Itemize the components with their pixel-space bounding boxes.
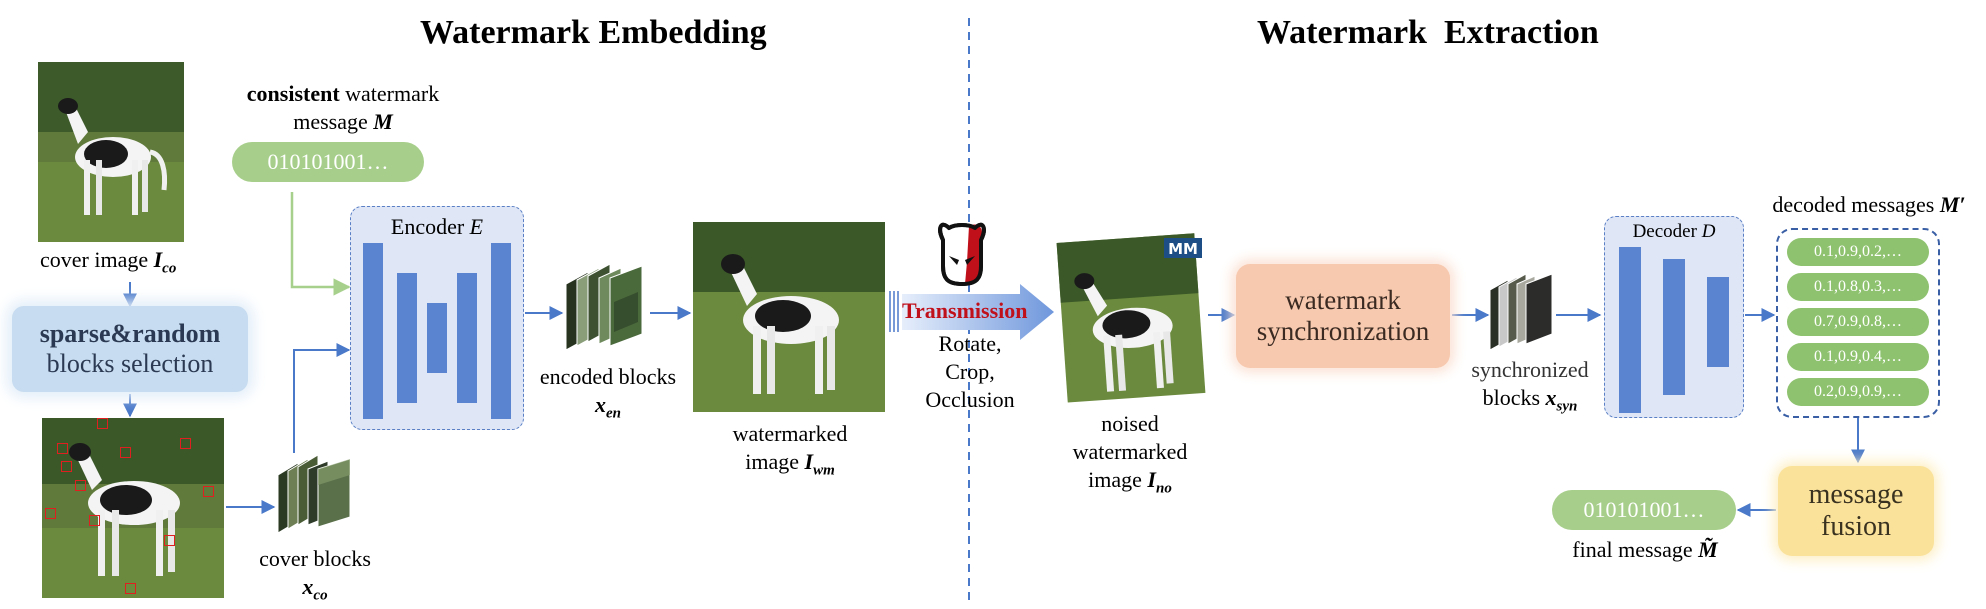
selection-title: sparse&random xyxy=(39,319,221,348)
sync-line2: synchronization xyxy=(1256,316,1430,346)
selected-block-marker xyxy=(57,443,68,454)
synchronized-blocks-stack xyxy=(1489,270,1556,356)
encoder-label: Encoder E xyxy=(390,214,484,239)
devil-face-icon xyxy=(938,222,986,286)
selected-block-marker xyxy=(120,447,131,458)
decoder-layer xyxy=(1707,277,1729,367)
decoder-layer xyxy=(1619,247,1641,413)
selected-block-marker xyxy=(180,438,191,449)
selected-block-marker xyxy=(89,515,100,526)
cover-image xyxy=(38,62,184,242)
watermarked-label: watermarked image Iwm xyxy=(732,421,848,479)
final-message-label: final message M̃ xyxy=(1572,537,1718,562)
selected-block-marker xyxy=(61,461,72,472)
final-message-pill: 010101001… xyxy=(1552,490,1736,530)
embedding-title: Watermark Embedding xyxy=(420,14,767,51)
sync-line1: watermark xyxy=(1285,285,1401,315)
arrow-message-to-encoder xyxy=(290,192,351,296)
sync-module: watermark synchronization xyxy=(1236,264,1450,368)
fusion-module: message fusion xyxy=(1778,466,1934,556)
encoded-blocks-stack xyxy=(565,262,646,356)
message-label: consistent watermark message M xyxy=(246,81,440,134)
encoder-layer xyxy=(457,273,477,403)
block-selection-box: sparse&random blocks selection xyxy=(12,306,248,392)
decoded-message-pill: 0.1,0.9,0.4,… xyxy=(1787,343,1929,371)
fusion-line1: message xyxy=(1808,479,1904,510)
noised-label: noised watermarked image Ino xyxy=(1072,411,1188,497)
selected-block-marker xyxy=(203,486,214,497)
masked-cover-image xyxy=(42,418,224,598)
noised-image: MM xyxy=(1054,232,1206,404)
attack-list: Rotate, Crop, Occlusion xyxy=(900,330,1040,414)
decoder-network: Decoder D xyxy=(1604,216,1744,418)
selected-block-marker xyxy=(97,418,108,429)
encoder-layer xyxy=(363,243,383,419)
decoded-message-pill: 0.1,0.8,0.3,… xyxy=(1787,273,1929,301)
selection-subtitle: blocks selection xyxy=(46,349,214,378)
decoded-message-pill: 0.1,0.9,0.2,… xyxy=(1787,238,1929,266)
selected-block-marker xyxy=(45,508,56,519)
decoded-messages-label: decoded messages M′ xyxy=(1772,192,1966,217)
encoder-network: Encoder E xyxy=(350,206,524,430)
transmission-arrow xyxy=(889,284,1054,340)
transmission-label: Transmission xyxy=(902,298,1028,323)
arrow-blocks-to-encoder xyxy=(293,343,351,453)
cover-image-label: cover image Ico xyxy=(40,247,177,277)
synchronized-blocks-label: synchronized blocks xsyn xyxy=(1471,357,1589,415)
selected-block-marker xyxy=(164,535,175,546)
encoder-layer xyxy=(397,273,417,403)
decoded-message-pill: 0.2,0.9,0.9,… xyxy=(1787,378,1929,406)
extraction-title: Watermark Extraction xyxy=(1257,14,1599,51)
cover-blocks-label: cover blocks xco xyxy=(259,546,371,604)
decoded-messages-group: 0.1,0.9,0.2,… 0.1,0.8,0.3,… 0.7,0.9,0.8,… xyxy=(1776,228,1940,418)
selected-block-marker xyxy=(75,480,86,491)
cover-blocks-stack xyxy=(277,454,354,535)
encoded-blocks-label: encoded blocks xen xyxy=(539,364,677,422)
decoded-message-pill: 0.7,0.9,0.8,… xyxy=(1787,308,1929,336)
decoder-layer xyxy=(1663,259,1685,395)
message-bits-pill: 010101001… xyxy=(232,142,424,182)
encoder-layer xyxy=(427,303,447,373)
attack-occlusion: Occlusion xyxy=(925,387,1015,412)
attack-rotate: Rotate, xyxy=(938,331,1002,356)
watermarked-image xyxy=(693,222,885,412)
mm-logo-icon: MM xyxy=(1164,238,1202,258)
fusion-line2: fusion xyxy=(1821,511,1891,542)
selected-block-marker xyxy=(125,583,136,594)
attack-crop: Crop, xyxy=(945,359,995,384)
svg-text:MM: MM xyxy=(1168,240,1198,258)
encoder-layer xyxy=(491,243,511,419)
decoder-label: Decoder D xyxy=(1632,221,1716,242)
